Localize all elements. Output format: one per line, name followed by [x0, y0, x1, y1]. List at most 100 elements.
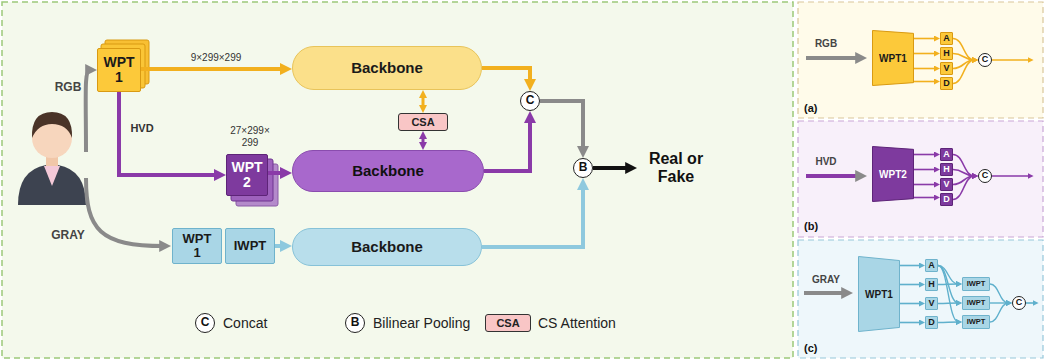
subband-box: H	[940, 47, 953, 60]
trapezoid-shape	[873, 31, 914, 86]
node-text: D	[928, 318, 935, 328]
attention-box: CSA	[485, 314, 531, 332]
panel-b	[798, 121, 1043, 237]
node-text: A	[943, 34, 950, 44]
connector-arrow	[914, 154, 936, 156]
node-text: C	[1016, 298, 1023, 308]
connector-arrow	[268, 171, 285, 175]
connector-arrow	[540, 101, 583, 151]
connector-arrow	[938, 266, 958, 323]
input-label: HVD	[815, 156, 836, 168]
connector-arrow	[900, 265, 921, 267]
connector-arrow	[914, 81, 936, 83]
backbone-box: Backbone	[292, 150, 484, 192]
subband-box: V	[940, 178, 953, 191]
person-icon	[18, 112, 86, 205]
node-text: C	[526, 94, 535, 107]
backbone-box: Backbone	[292, 228, 482, 266]
node-text: C	[982, 171, 989, 181]
node-text: C	[982, 55, 989, 65]
input-label: RGB	[55, 81, 82, 95]
node-text: WPT 1	[103, 55, 134, 86]
node-text: H	[943, 165, 950, 175]
encoder-trapezoid: WPT2	[872, 146, 914, 202]
input-arrow	[86, 178, 164, 246]
node-text: IWPT	[234, 239, 267, 253]
connector-arrow	[422, 95, 425, 108]
input-label: GRAY	[51, 229, 85, 243]
backbone-box: Backbone	[292, 46, 482, 90]
edge-label: HVD	[128, 122, 155, 134]
node-text: Backbone	[351, 239, 423, 256]
connector-arrow	[275, 244, 285, 248]
subband-box: D	[925, 316, 938, 329]
stack-copies	[101, 40, 278, 206]
node-text: H	[943, 49, 950, 59]
connector-arrow	[990, 303, 1008, 322]
node-text: Backbone	[351, 60, 423, 77]
output-arrow	[593, 166, 630, 170]
output-label: Real or Fake	[644, 150, 708, 187]
panel-label: (b)	[804, 220, 818, 233]
connector-arrow	[119, 92, 219, 175]
operator-circle: C	[195, 313, 215, 333]
person-shirt	[44, 166, 60, 186]
connector-arrow	[953, 176, 974, 200]
connector-arrow	[900, 322, 921, 324]
node-text: V	[943, 180, 949, 190]
subband-box: A	[925, 259, 938, 272]
connector-arrow	[914, 53, 936, 55]
connector-arrow	[953, 54, 974, 61]
subband-box: A	[940, 32, 953, 45]
inverse-transform-box: IWPT	[962, 296, 990, 310]
panel-label: (c)	[804, 342, 817, 355]
connector-arrow	[914, 197, 936, 199]
legend-text: Bilinear Pooling	[373, 315, 470, 331]
connector-arrow	[482, 68, 530, 84]
inverse-transform-box: IWPT	[225, 228, 275, 264]
person-body	[18, 165, 86, 205]
connector-arrow	[482, 185, 583, 247]
edge-label: 9×299×299	[189, 52, 244, 63]
operator-circle: C	[1012, 296, 1026, 310]
node-text: CSA	[411, 116, 434, 128]
node-text: IWPT	[967, 280, 986, 288]
dimension-label: 27×299× 299	[227, 125, 273, 148]
subband-box: V	[925, 297, 938, 310]
connector-arrow	[900, 303, 921, 305]
connector-arrow	[422, 136, 425, 145]
operator-circle: C	[520, 91, 540, 111]
node-text: D	[943, 79, 950, 89]
output-arrow	[992, 59, 1030, 61]
node-text: WPT 1	[183, 232, 212, 261]
inverse-transform-box: IWPT	[962, 315, 990, 329]
operator-circle: B	[573, 158, 593, 178]
connector-arrow	[900, 284, 921, 286]
node-text: IWPT	[967, 318, 986, 326]
connector-arrow	[141, 67, 285, 71]
subband-box: H	[925, 278, 938, 291]
subband-box: H	[940, 163, 953, 176]
input-label: GRAY	[812, 274, 840, 286]
encoder-trapezoid: WPT1	[858, 256, 900, 332]
operator-circle: B	[345, 313, 365, 333]
node-text: D	[943, 195, 950, 205]
input-arrow	[804, 291, 846, 295]
node-text: IWPT	[967, 299, 986, 307]
subband-box: A	[940, 148, 953, 161]
encoder-trapezoid: WPT1	[872, 30, 914, 86]
node-text: V	[943, 64, 949, 74]
input-arrow	[86, 70, 90, 152]
connector-arrow	[914, 169, 936, 171]
node-text: WPT2	[879, 169, 907, 180]
connector-arrow	[914, 68, 936, 70]
output-arrow	[992, 175, 1030, 177]
node-text: V	[928, 299, 934, 309]
node-text: B	[579, 161, 588, 174]
connector-arrow	[990, 284, 1008, 303]
operator-circle: C	[978, 169, 992, 183]
node-text: C	[201, 316, 210, 329]
node-text: Backbone	[352, 163, 424, 180]
trapezoid-shape	[859, 257, 900, 332]
legend-text: CS Attention	[538, 315, 616, 331]
